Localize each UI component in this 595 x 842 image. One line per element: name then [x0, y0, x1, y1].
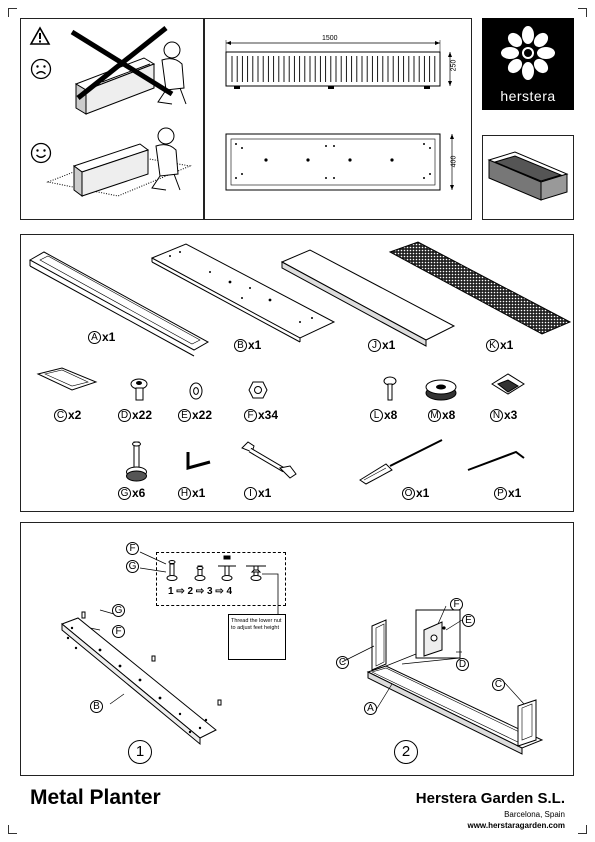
dimensions-panel — [204, 18, 472, 220]
foot-sequence-illustration — [166, 555, 266, 581]
crop-mark-tr — [578, 8, 587, 17]
part-g-adjustable-foot-illustration — [126, 441, 147, 482]
happy-face-icon — [30, 142, 52, 164]
step2-callout-c-right: C — [492, 678, 505, 691]
note-leader-line — [262, 573, 279, 614]
step2-callout-e: E — [462, 614, 475, 627]
warning-icon — [29, 26, 51, 45]
sequence-step-4: 4 — [226, 586, 233, 597]
foot-height-note — [228, 614, 286, 660]
sequence-step-1: 1 — [168, 586, 174, 597]
company-location: Barcelona, Spain — [504, 810, 565, 819]
top-view-drawing — [225, 133, 454, 191]
part-i-wrench-illustration — [241, 441, 297, 479]
sequence-step-2: 2 — [187, 586, 194, 597]
part-c-end-frame-illustration — [36, 367, 98, 391]
correct-handling-illustration — [46, 127, 192, 197]
sad-face-icon — [30, 58, 52, 80]
part-d-bolt-illustration — [130, 378, 148, 401]
step2-callout-c-left: C — [336, 656, 349, 669]
part-p-allen-key-illustration — [467, 450, 525, 471]
step1-base-panel-illustration — [61, 551, 222, 746]
flower-logo-icon — [501, 26, 555, 80]
part-m-foot-pad-illustration — [425, 379, 457, 401]
part-o-screwdriver-illustration — [359, 439, 443, 485]
handling-panel — [20, 18, 204, 220]
step1-callout-f-top: F — [126, 542, 139, 555]
length-dimension-label: 1500 — [322, 35, 338, 42]
step2-callout-d: D — [456, 658, 469, 671]
foot-sequence-text: 1 ⇨ 2 ⇨ 3 ⇨ 4 — [168, 586, 233, 597]
step1-callout-g-side: G — [112, 604, 125, 617]
part-e-washer-illustration — [189, 382, 203, 400]
foot-height-note-text: Thread the lower nut to adjust feet heig… — [231, 618, 282, 631]
sequence-step-3: 3 — [207, 586, 213, 597]
brand-logo-text: herstera — [500, 88, 556, 104]
step1-callout-b: B — [90, 700, 103, 713]
planter-product-icon — [487, 151, 569, 201]
part-a-frame-illustration — [28, 251, 210, 357]
parts-panel — [20, 234, 574, 512]
step1-callout-g-top: G — [126, 560, 139, 573]
foot-adjustment-detail — [156, 552, 286, 606]
part-k-mesh-illustration — [388, 241, 572, 335]
assembly-steps-panel — [20, 522, 574, 776]
step-2-number: 2 — [394, 740, 418, 764]
product-thumbnail — [482, 135, 574, 220]
wrong-handling-illustration — [70, 26, 187, 115]
front-view-drawing — [225, 40, 452, 89]
part-l-screw-illustration — [383, 376, 397, 401]
step2-callout-a: A — [364, 702, 377, 715]
part-f-nut-illustration — [248, 381, 268, 399]
step-1-number: 1 — [128, 740, 152, 764]
step1-callout-f-side: F — [112, 625, 125, 638]
part-h-hex-key-illustration — [186, 452, 211, 470]
product-title: Metal Planter — [30, 786, 161, 809]
step2-frame-assembly-illustration — [341, 605, 544, 755]
part-n-cap-illustration — [491, 373, 525, 395]
crop-mark-br — [578, 825, 587, 834]
part-b-base-panel-illustration — [150, 243, 336, 343]
crop-mark-tl — [8, 8, 17, 17]
company-name: Herstera Garden S.L. — [415, 790, 565, 807]
part-j-cover-panel-illustration — [280, 249, 456, 347]
company-website: www.herstaragarden.com — [467, 821, 565, 830]
crop-mark-bl — [8, 825, 17, 834]
